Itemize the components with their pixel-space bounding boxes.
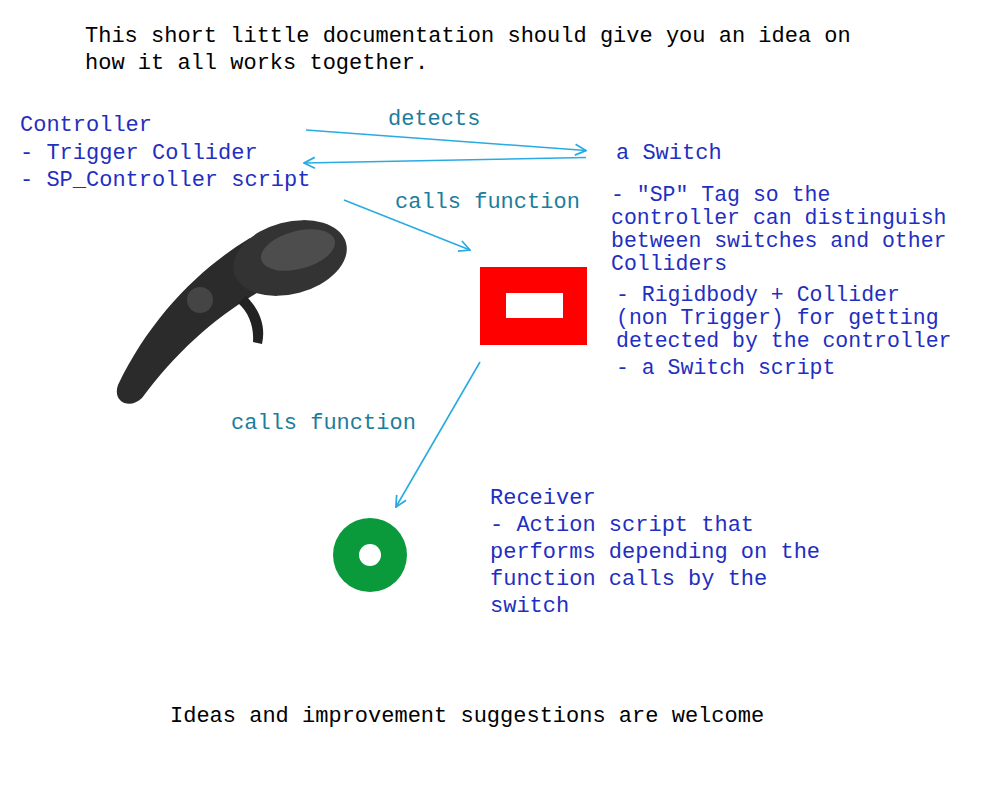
- controller-button: [187, 287, 213, 313]
- edge-label: calls function: [229, 412, 418, 436]
- component-node: a Switch - "SP" Tag so the controller can…: [475, 140, 961, 382]
- node-detail: - a Switch script: [616, 355, 835, 382]
- node-heading: a Switch: [616, 140, 722, 167]
- node-detail: - SP_Controller script: [20, 167, 310, 195]
- connector-arrow: [304, 158, 586, 164]
- controller-head: [225, 208, 356, 308]
- controller-trigger: [238, 296, 263, 344]
- node-heading: Controller: [20, 112, 152, 140]
- caption-text: Ideas and improvement suggestions are we…: [170, 703, 764, 730]
- node-detail: - Trigger Collider: [20, 140, 258, 168]
- component-node: Receiver- Action script that performs de…: [333, 485, 830, 620]
- switch-shape: [480, 267, 587, 345]
- edge-label: detects: [386, 108, 482, 132]
- node-detail: - "SP" Tag so the controller can disting…: [611, 184, 956, 276]
- controller-pad: [256, 222, 339, 278]
- node-heading: Receiver: [490, 485, 596, 512]
- edge-label: calls function: [393, 191, 582, 215]
- node-detail: - Rigidbody + Collider (non Trigger) for…: [616, 284, 961, 353]
- connector-arrow: [306, 130, 586, 151]
- component-node: Controller- Trigger Collider- SP_Control…: [20, 112, 311, 195]
- receiver-circle: [333, 518, 407, 592]
- node-detail: - Action script that performs depending …: [490, 512, 830, 620]
- title-text: This short little documentation should g…: [85, 23, 885, 77]
